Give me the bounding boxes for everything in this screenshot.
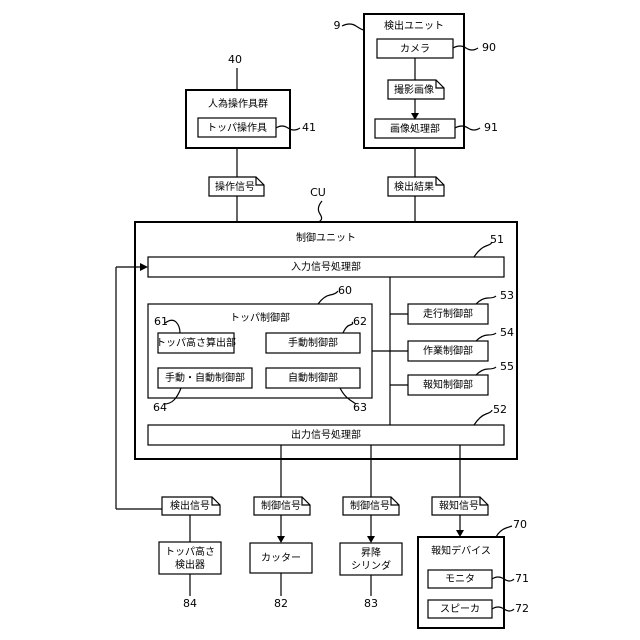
auto-ctrl-label: 自動制御部 [288,371,338,384]
ref-41: 41 [302,121,316,134]
ref-64: 64 [153,401,167,414]
monitor-label: モニタ [445,573,475,585]
manual-ctrl-label: 手動制御部 [288,336,338,349]
control-signal-label-1: 制御信号 [261,499,301,512]
arrowhead [277,536,285,543]
detect-signal-label: 検出信号 [170,499,210,512]
control-unit-title: 制御ユニット [296,231,356,244]
travel-ctrl-label: 走行制御部 [423,307,473,320]
leader-9 [342,24,364,30]
notify-device-title: 報知デバイス [431,544,491,557]
notify-ctrl-label: 報知制御部 [423,378,473,391]
detection-unit-title: 検出ユニット [384,19,444,32]
arrowhead [367,536,375,543]
manual-auto-ctrl-label: 手動・自動制御部 [165,371,245,384]
cutter-label: カッター [261,552,301,564]
topper-tool-label: トッパ操作具 [207,121,267,134]
operation-signal-label: 操作信号 [215,180,255,193]
speaker-label: スピーカ [440,603,480,615]
leader-70 [496,526,512,537]
cylinder-line1: 昇降 [361,546,381,559]
output-proc-label: 出力信号処理部 [291,428,361,441]
cylinder-line2: シリンダ [351,559,391,572]
notify-signal-label: 報知信号 [439,499,479,512]
ref-54: 54 [500,326,514,339]
ref-72: 72 [515,602,529,615]
height-sensor-line1: トッパ高さ [165,545,215,558]
captured-image-label: 撮影画像 [394,83,434,96]
ref-53: 53 [500,289,514,302]
arrowhead [456,530,464,537]
ref-60: 60 [338,284,352,297]
ref-91: 91 [484,121,498,134]
detection-result-label: 検出結果 [394,180,434,193]
ref-51: 51 [490,233,504,246]
ref-40: 40 [228,53,242,66]
camera-label: カメラ [400,43,430,55]
ref-90: 90 [482,41,496,54]
control-signal-label-2: 制御信号 [350,499,390,512]
leader-cu [318,201,322,222]
ref-82: 82 [274,597,288,610]
ref-71: 71 [515,572,529,585]
height-sensor-line2: 検出器 [175,558,205,571]
ref-83: 83 [364,597,378,610]
ref-cu: CU [310,186,326,199]
ref-63: 63 [353,401,367,414]
ref-84: 84 [183,597,197,610]
ref-52: 52 [493,403,507,416]
topper-ctrl-title: トッパ制御部 [230,311,290,324]
human-tools-title: 人為操作具群 [208,97,268,110]
ref-55: 55 [500,360,514,373]
image-proc-label: 画像処理部 [390,122,440,135]
input-proc-label: 入力信号処理部 [291,260,361,273]
ref-70: 70 [513,518,527,531]
ref-9: 9 [334,19,341,32]
ref-61: 61 [154,315,168,328]
work-ctrl-label: 作業制御部 [423,344,473,357]
ref-62: 62 [353,315,367,328]
height-calc-label: トッパ高さ算出部 [156,336,236,349]
